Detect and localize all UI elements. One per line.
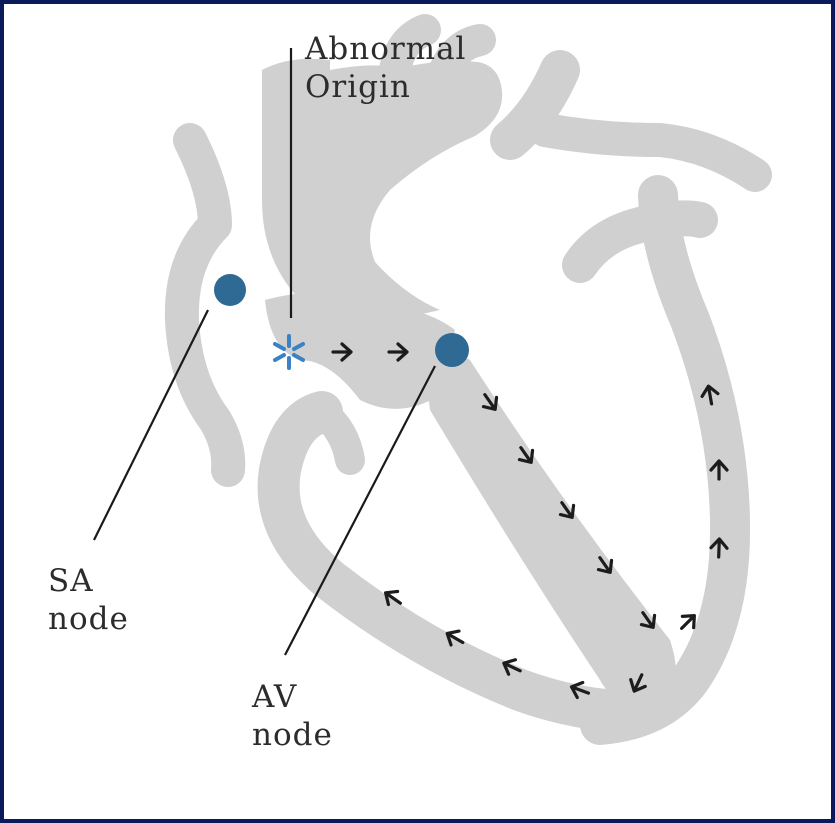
heart-silhouette xyxy=(182,30,755,725)
sa-node-line-1: SA xyxy=(48,562,129,600)
sa-node-leader xyxy=(94,310,208,540)
sa-node-marker xyxy=(214,274,246,306)
av-node-line-2: node xyxy=(252,716,333,754)
abnormal-origin-line-1: Abnormal xyxy=(305,30,466,68)
right-atrium-wall xyxy=(182,140,228,470)
av-node-label: AV node xyxy=(252,678,333,754)
sa-node-label: SA node xyxy=(48,562,129,638)
pulmonary-branch xyxy=(545,130,755,175)
sa-node-line-2: node xyxy=(48,600,129,638)
av-node-line-1: AV xyxy=(252,678,333,716)
av-node-marker xyxy=(435,333,469,367)
abnormal-origin-label: Abnormal Origin xyxy=(305,30,466,106)
abnormal-origin-line-2: Origin xyxy=(305,68,466,106)
tricuspid-flap xyxy=(322,412,350,460)
